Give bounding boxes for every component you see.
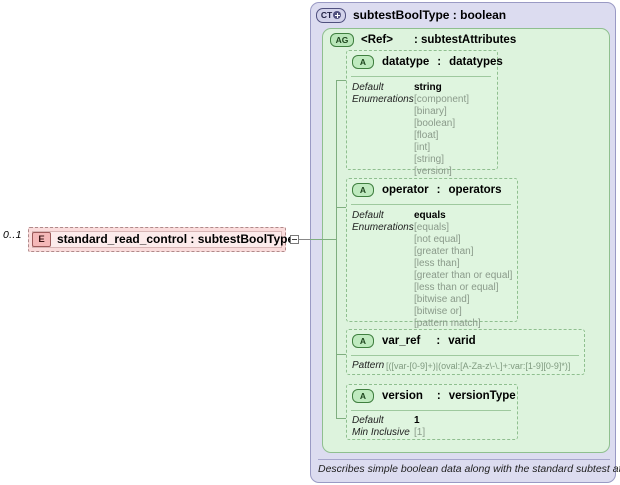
facet-value-mininclusive: [1] (414, 427, 426, 438)
enum-item: [boolean] (414, 118, 456, 129)
attributegroup-icon: AG (330, 33, 354, 47)
facet-label-default: Default (352, 82, 384, 93)
complextype-icon-label: CT (320, 10, 333, 20)
attribute-header-version: A version : versionType (352, 388, 516, 404)
attribute-divider (351, 355, 579, 356)
enum-item: [float] (414, 130, 439, 141)
attribute-name: version (382, 390, 423, 402)
attribute-separator: : (436, 184, 441, 196)
attribute-name: datatype (382, 56, 430, 68)
tree-branch-varref (336, 354, 348, 355)
enum-item: [bitwise or] (414, 306, 462, 317)
facet-label-mininclusive: Min Inclusive (352, 427, 410, 438)
attribute-header-datatype: A datatype : datatypes (352, 54, 503, 70)
attributegroup-ref-label[interactable]: <Ref> (361, 34, 393, 46)
attribute-header-operator: A operator : operators (352, 182, 502, 198)
facet-value-default: equals (414, 210, 446, 221)
enum-item: [version] (414, 166, 452, 177)
attribute-box-varref[interactable] (346, 329, 585, 375)
enum-item: [greater than or equal] (414, 270, 513, 281)
enum-item: [string] (414, 154, 445, 165)
facet-value-pattern: [([var-[0-9]+)|(oval:[A-Za-z\-\.]+:var:[… (386, 361, 571, 371)
documentation-text: Describes simple boolean data along with… (318, 463, 620, 475)
attribute-type: operators (448, 184, 502, 196)
complextype-header: CT subtestBoolType : boolean (316, 6, 506, 24)
enum-item: [binary] (414, 106, 447, 117)
enum-item: [pattern match] (414, 318, 481, 329)
enum-item: [equals] (414, 222, 450, 233)
enum-item: [less than or equal] (414, 282, 499, 293)
attribute-separator: : (436, 390, 441, 402)
attribute-name: operator (382, 184, 429, 196)
facet-label-default: Default (352, 210, 384, 221)
enum-item: [component] (414, 94, 470, 105)
complextype-icon[interactable]: CT (316, 7, 346, 23)
attribute-separator: : (437, 56, 442, 68)
element-icon: E (32, 232, 51, 247)
facet-value-default: string (414, 82, 442, 93)
attribute-box-datatype[interactable] (346, 50, 498, 170)
attribute-icon: A (352, 334, 374, 348)
attribute-type: versionType (448, 390, 516, 402)
expand-plus-icon[interactable] (333, 11, 342, 19)
facet-label-enumerations: Enumerations (352, 222, 414, 233)
attributegroup-header: AG <Ref> : subtestAttributes (330, 32, 516, 48)
collapse-toggle-button[interactable] (290, 235, 299, 244)
tree-branch-datatype (336, 80, 348, 81)
attribute-divider (351, 204, 511, 205)
tree-branch-version (336, 418, 348, 419)
attribute-type: varid (448, 335, 476, 347)
attribute-divider (351, 76, 491, 77)
attribute-separator: : (436, 335, 441, 347)
facet-label-pattern: Pattern (352, 360, 385, 371)
enum-item: [greater than] (414, 246, 474, 257)
attribute-icon: A (352, 183, 374, 197)
enumeration-list-operator: [equals] [not equal] [greater than] [les… (414, 222, 512, 330)
attribute-icon: A (352, 389, 374, 403)
element-label: standard_read_control : subtestBoolType (57, 232, 295, 246)
documentation-divider (318, 459, 610, 460)
tree-trunk (336, 80, 337, 418)
facet-label-default: Default (352, 415, 384, 426)
cardinality-label: 0..1 (3, 229, 22, 241)
attribute-type: datatypes (449, 56, 503, 68)
enum-item: [not equal] (414, 234, 461, 245)
attribute-box-version[interactable] (346, 384, 518, 440)
tree-branch-operator (336, 207, 348, 208)
attribute-header-varref: A var_ref : varid (352, 333, 476, 349)
complextype-title: subtestBoolType : boolean (353, 8, 507, 22)
tree-stub-left (310, 239, 337, 240)
facet-value-default: 1 (414, 415, 420, 426)
attribute-divider (351, 410, 511, 411)
attribute-icon: A (352, 55, 374, 69)
enumeration-list-datatype: [component] [binary] [boolean] [float] [… (414, 94, 469, 178)
enum-item: [int] (414, 142, 431, 153)
attributegroup-type-label: : subtestAttributes (413, 34, 517, 46)
enum-item: [less than] (414, 258, 460, 269)
facet-label-enumerations: Enumerations (352, 94, 414, 105)
attribute-box-operator[interactable] (346, 178, 518, 322)
enum-item: [bitwise and] (414, 294, 470, 305)
attribute-name: var_ref (382, 335, 421, 347)
